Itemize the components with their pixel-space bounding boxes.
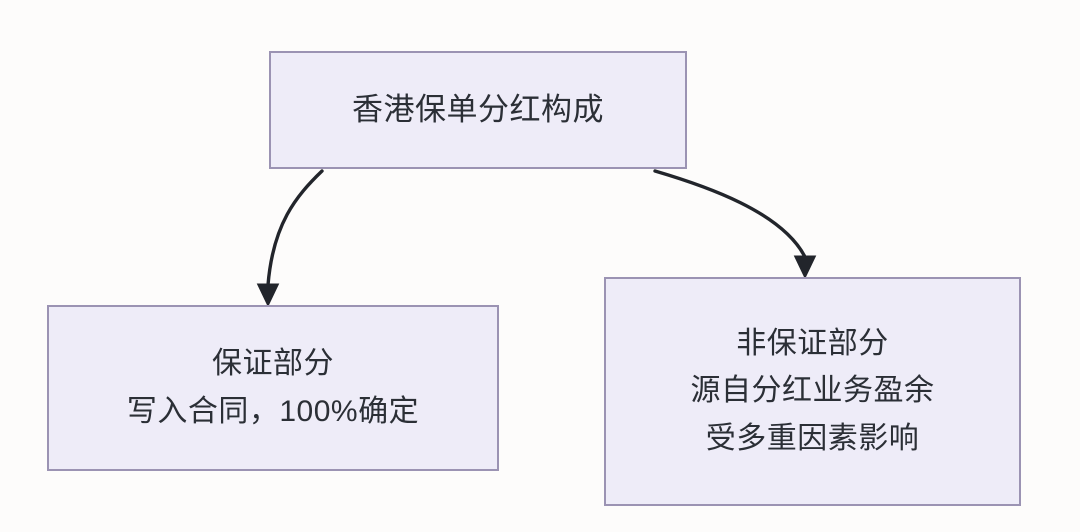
- node-nonguaranteed-line-1: 非保证部分: [736, 327, 889, 361]
- node-nonguaranteed[interactable]: 非保证部分 源自分红业务盈余 受多重因素影响: [604, 277, 1021, 506]
- node-nonguaranteed-line-2: 源自分红业务盈余: [690, 374, 935, 408]
- node-guaranteed-line-2: 写入合同，100%确定: [126, 394, 420, 428]
- connector-root-to-nonguaranteed: [653, 169, 817, 280]
- node-root-line-1: 香港保单分红构成: [352, 92, 604, 128]
- connector-root-to-guaranteed: [256, 169, 324, 308]
- node-root[interactable]: 香港保单分红构成: [269, 51, 687, 169]
- node-guaranteed-line-1: 保证部分: [212, 347, 334, 381]
- node-guaranteed[interactable]: 保证部分 写入合同，100%确定: [47, 305, 499, 471]
- node-nonguaranteed-line-3: 受多重因素影响: [705, 421, 920, 455]
